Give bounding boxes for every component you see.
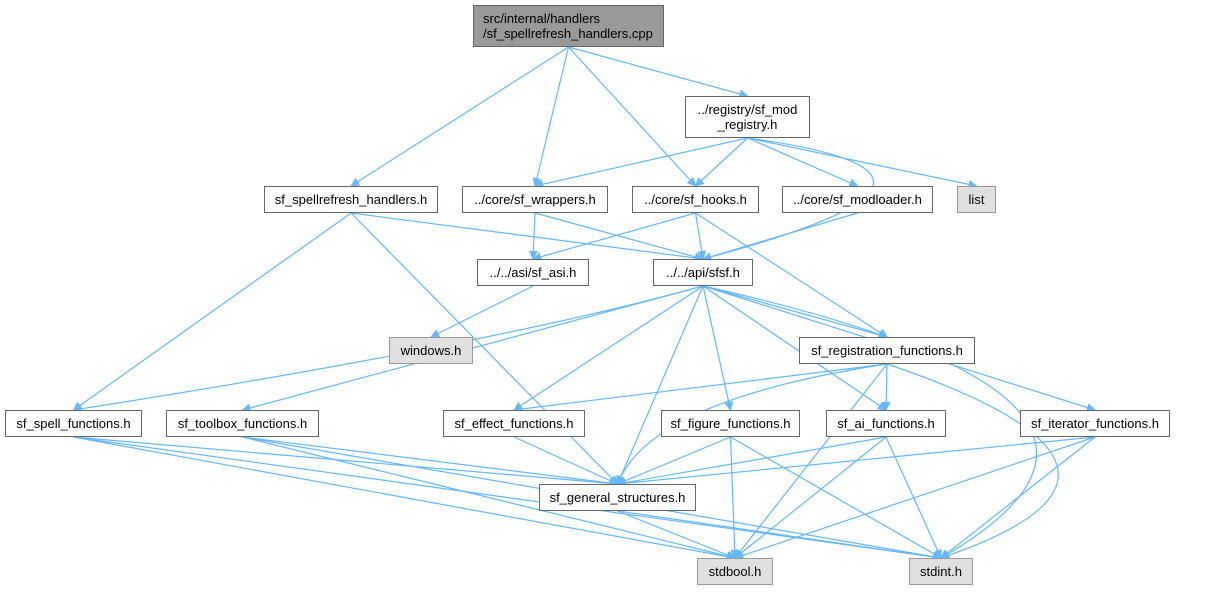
edge-hooks-to-sfsf bbox=[694, 212, 707, 260]
edge-ai-to-general bbox=[616, 436, 887, 488]
edge-sfsf-to-registration bbox=[702, 285, 888, 340]
edge-spellrefresh_h-to-sfsf bbox=[350, 212, 704, 263]
edge-iterator-to-general bbox=[616, 436, 1096, 488]
edge-root-to-hooks bbox=[568, 46, 697, 187]
edge-ai-to-stdbool bbox=[734, 436, 887, 559]
node-ai-functions[interactable]: sf_ai_functions.h bbox=[826, 410, 946, 437]
edge-wrappers-to-asi bbox=[528, 212, 538, 260]
node-asi[interactable]: ../../asi/sf_asi.h bbox=[477, 259, 589, 286]
edge-figure-to-general bbox=[616, 436, 731, 486]
node-core-modloader[interactable]: ../core/sf_modloader.h bbox=[782, 186, 933, 213]
node-effect-functions[interactable]: sf_effect_functions.h bbox=[443, 410, 585, 437]
node-general-structures[interactable]: sf_general_structures.h bbox=[539, 484, 696, 511]
edge-spellrefresh_h-to-spell bbox=[72, 212, 352, 411]
edge-mod_registry-to-list bbox=[747, 137, 978, 189]
edge-general-to-stdint bbox=[617, 510, 942, 562]
edge-toolbox-to-stdbool bbox=[242, 436, 736, 561]
edge-asi-to-windows bbox=[430, 285, 534, 338]
edge-registration-to-ai bbox=[881, 363, 891, 411]
edge-sfsf-to-general bbox=[616, 285, 704, 485]
edge-registration-to-effect bbox=[513, 363, 888, 414]
edge-root-to-spellrefresh_h bbox=[350, 46, 569, 187]
edge-mod_registry-to-hooks bbox=[694, 137, 748, 187]
node-iterator-functions[interactable]: sf_iterator_functions.h bbox=[1020, 410, 1170, 437]
node-spellrefresh-handlers-header[interactable]: sf_spellrefresh_handlers.h bbox=[264, 186, 438, 213]
node-mod-registry[interactable]: ../registry/sf_mod _registry.h bbox=[685, 96, 810, 138]
edge-figure-to-stdint bbox=[730, 436, 942, 559]
edge-registration-to-stdbool bbox=[734, 363, 888, 559]
edge-spell-to-general bbox=[73, 436, 619, 488]
edge-hooks-to-registration bbox=[695, 212, 888, 338]
node-stdbool: stdbool.h bbox=[697, 558, 773, 585]
edge-sfsf-to-effect bbox=[513, 285, 704, 411]
edge-sfsf-to-figure bbox=[702, 285, 734, 411]
edge-hooks-to-asi bbox=[532, 212, 696, 262]
node-windows: windows.h bbox=[389, 337, 473, 364]
node-core-hooks[interactable]: ../core/sf_hooks.h bbox=[632, 186, 759, 213]
node-api-sfsf[interactable]: ../../api/sfsf.h bbox=[653, 259, 753, 286]
edge-sfsf-to-ai bbox=[702, 285, 887, 411]
node-registration-functions[interactable]: sf_registration_functions.h bbox=[799, 337, 975, 364]
edge-mod_registry-to-wrappers bbox=[534, 137, 748, 189]
edge-spellrefresh_h-to-general bbox=[350, 212, 619, 485]
edge-toolbox-to-general bbox=[242, 436, 619, 488]
edge-root-to-mod_registry bbox=[568, 46, 749, 99]
node-root-file[interactable]: src/internal/handlers /sf_spellrefresh_h… bbox=[473, 5, 664, 47]
edge-wrappers-to-sfsf bbox=[534, 212, 704, 262]
edge-root-to-wrappers bbox=[532, 46, 570, 187]
edge-sfsf-to-stdint bbox=[702, 285, 1037, 559]
node-spell-functions[interactable]: sf_spell_functions.h bbox=[5, 410, 142, 437]
edge-mod_registry-to-modloader bbox=[747, 137, 859, 187]
node-figure-functions[interactable]: sf_figure_functions.h bbox=[661, 410, 800, 437]
edge-effect-to-general bbox=[513, 436, 619, 485]
edge-modloader-to-sfsf bbox=[702, 212, 858, 262]
edge-general-to-stdbool bbox=[617, 510, 736, 560]
node-stdint: stdint.h bbox=[909, 558, 973, 585]
edge-iterator-to-stdint bbox=[940, 436, 1096, 559]
edge-spell-to-stdbool bbox=[73, 436, 736, 561]
edge-registration-to-stdint bbox=[886, 363, 1059, 560]
node-core-wrappers[interactable]: ../core/sf_wrappers.h bbox=[462, 186, 608, 213]
edge-figure-to-stdbool bbox=[729, 436, 740, 559]
edge-iterator-to-stdbool bbox=[734, 436, 1096, 560]
node-toolbox-functions[interactable]: sf_toolbox_functions.h bbox=[166, 410, 319, 437]
node-list: list bbox=[957, 186, 996, 213]
